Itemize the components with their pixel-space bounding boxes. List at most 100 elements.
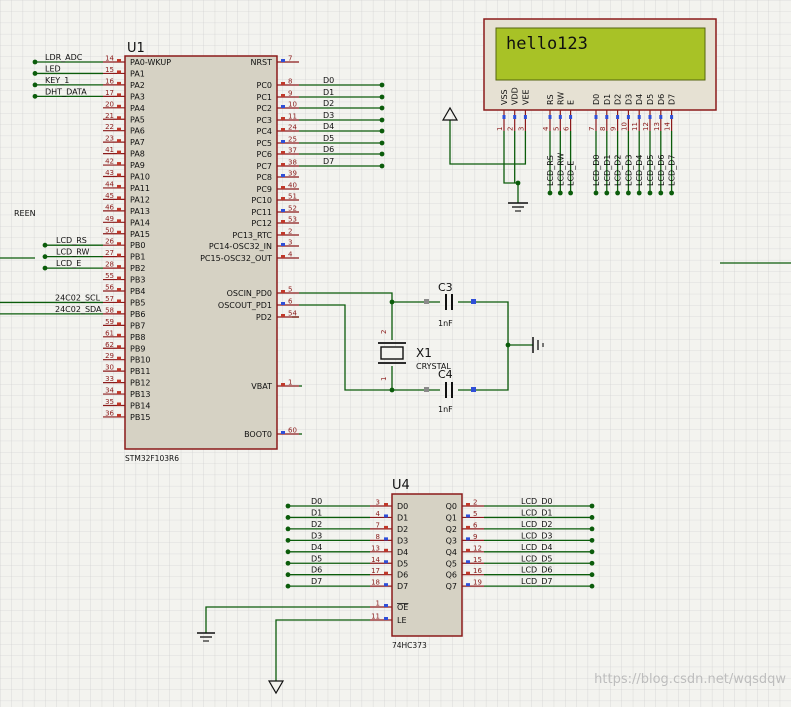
lcd-pin-name[interactable]: D2	[614, 94, 623, 105]
u1-pin-name[interactable]: NRST	[250, 58, 272, 67]
u1-pin-name[interactable]: PB8	[130, 333, 145, 342]
u1-pin-name[interactable]: PA6	[130, 127, 145, 136]
u1-pin-name[interactable]: PC11	[251, 208, 272, 217]
u4-pin-name[interactable]: D0	[397, 502, 408, 511]
u1-pin-name[interactable]: PA13	[130, 207, 150, 216]
u1-pin-name[interactable]: OSCOUT_PD1	[218, 301, 272, 310]
u1-pin-name[interactable]: PA11	[130, 184, 150, 193]
u1-pin-name[interactable]: PA5	[130, 115, 145, 124]
lcd-pin-name[interactable]: RW	[556, 92, 565, 105]
lcd-pin-name[interactable]: VEE	[521, 89, 530, 105]
u1-pin-name[interactable]: OSCIN_PD0	[227, 289, 272, 298]
u4-pin-name[interactable]: Q1	[446, 513, 457, 522]
u1-pin-name[interactable]: PB10	[130, 356, 151, 365]
u4-pin-name[interactable]: Q0	[446, 502, 457, 511]
u1-pin-name[interactable]: PA2	[130, 81, 145, 90]
u1-pin-name[interactable]: PB6	[130, 310, 145, 319]
u1-pin-name[interactable]: PD2	[256, 313, 272, 322]
u4-pin-name[interactable]: Q5	[446, 559, 457, 568]
u4-pin-name[interactable]: D6	[397, 571, 408, 580]
lcd-pin-name[interactable]: D4	[635, 94, 644, 105]
lcd-pin-name[interactable]: D3	[624, 94, 633, 105]
u1-pin-name[interactable]: PC9	[257, 185, 273, 194]
u1-pin-name[interactable]: PC10	[251, 196, 272, 205]
u1-pin-name[interactable]: PC1	[257, 93, 273, 102]
lcd-net-label: LCD_D0	[592, 155, 601, 186]
u4-pin-name[interactable]: D2	[397, 525, 408, 534]
lcd-pin-name[interactable]: VSS	[500, 89, 509, 105]
u1-pin-name[interactable]: PA9	[130, 161, 145, 170]
u1-pin-name[interactable]: PA7	[130, 138, 145, 147]
u1-pin-name[interactable]: PA1	[130, 69, 145, 78]
u1-pin-name[interactable]: PB13	[130, 390, 151, 399]
lcd-pin-name[interactable]: E	[567, 100, 576, 105]
lcd-pin-name[interactable]: D5	[646, 94, 655, 105]
u1-pin-name[interactable]: PB5	[130, 298, 145, 307]
u4-in-net-label: D3	[311, 531, 322, 540]
lcd-pin-name[interactable]: D7	[668, 94, 677, 105]
u4-pin-name[interactable]: Q6	[446, 571, 457, 580]
u4-pin-name[interactable]: D4	[397, 548, 408, 557]
u1-pin-name[interactable]: PC7	[257, 162, 273, 171]
u1-pin-name[interactable]: PA14	[130, 218, 150, 227]
lcd-pin-name[interactable]: VDD	[511, 87, 520, 105]
u4-pin-name[interactable]: D3	[397, 536, 408, 545]
u4-pin-name[interactable]: OE	[397, 603, 408, 612]
lcd-pin-state	[659, 115, 663, 119]
u4-body[interactable]	[391, 493, 463, 637]
lcd-pin-name[interactable]: D1	[603, 94, 612, 105]
u1-pin-name[interactable]: PC13_RTC	[232, 231, 272, 240]
lcd-pin-name[interactable]: D6	[657, 94, 666, 105]
u1-pin-name[interactable]: PB1	[130, 253, 145, 262]
u1-pin-name[interactable]: PB2	[130, 264, 145, 273]
u1-pin-name[interactable]: PC0	[257, 81, 273, 90]
u1-pin-name[interactable]: PC5	[257, 139, 273, 148]
u1-pin-name[interactable]: PC3	[257, 116, 273, 125]
u4-pin-name[interactable]: D1	[397, 513, 408, 522]
u1-pin-name[interactable]: PA4	[130, 104, 145, 113]
u1-pin-name[interactable]: PB0	[130, 241, 145, 250]
u1-pin-name[interactable]: PB9	[130, 344, 145, 353]
u1-pin-name[interactable]: PB15	[130, 413, 151, 422]
u1-pin-name[interactable]: PB11	[130, 367, 151, 376]
u1-pin-name[interactable]: PC8	[257, 173, 273, 182]
u4-pin-name[interactable]: Q4	[446, 548, 457, 557]
u1-pin-name[interactable]: PA3	[130, 92, 145, 101]
u4-pin-name[interactable]: D5	[397, 559, 408, 568]
u1-pin-name[interactable]: PA12	[130, 195, 150, 204]
u1-pin-name[interactable]: PC4	[257, 127, 273, 136]
u1-pin-name[interactable]: PC2	[257, 104, 273, 113]
u1-pin-name[interactable]: PC14-OSC32_IN	[209, 242, 272, 251]
u1-pin-name[interactable]: PC6	[257, 150, 273, 159]
u1-pin-name[interactable]: PB14	[130, 402, 151, 411]
u4-pin-name[interactable]: LE	[397, 616, 407, 625]
lcd-pin-name[interactable]: D0	[592, 94, 601, 105]
lcd-module[interactable]: hello123VSS1VDD2VEE3RS4RW5E6D07D18D29D31…	[441, 18, 717, 212]
u1-pin-name[interactable]: VBAT	[251, 382, 272, 391]
u4-pin-name[interactable]: D7	[397, 582, 408, 591]
x1-body[interactable]	[380, 346, 404, 360]
u1-pin-name[interactable]: PA8	[130, 150, 145, 159]
u1-pin-name[interactable]: PB12	[130, 379, 151, 388]
u4-pin-name[interactable]: Q2	[446, 525, 457, 534]
net-label-lcd_rw: LCD_RW	[56, 248, 89, 257]
lcd-pin-name[interactable]: RS	[546, 94, 555, 105]
u4-pin-name[interactable]: Q3	[446, 536, 457, 545]
u4-pin-name[interactable]: Q7	[446, 582, 457, 591]
u1-pin-state	[281, 383, 285, 386]
u1-pin-number: 62	[105, 341, 114, 349]
u1-pin-name[interactable]: PB3	[130, 276, 145, 285]
u1-pin-name[interactable]: PB4	[130, 287, 145, 296]
u1-pin-name[interactable]: PA10	[130, 173, 150, 182]
u1-pin-name[interactable]: PA15	[130, 230, 150, 239]
u1-pin-name[interactable]: PA0-WKUP	[130, 58, 171, 67]
u1-pin-name[interactable]: PB7	[130, 321, 145, 330]
u1-pin-name[interactable]: PC15-OSC32_OUT	[200, 254, 272, 263]
u1-pin-name[interactable]: BOOT0	[244, 430, 272, 439]
u1-pin-name[interactable]: PC12	[251, 219, 272, 228]
u1-body[interactable]	[124, 55, 278, 450]
